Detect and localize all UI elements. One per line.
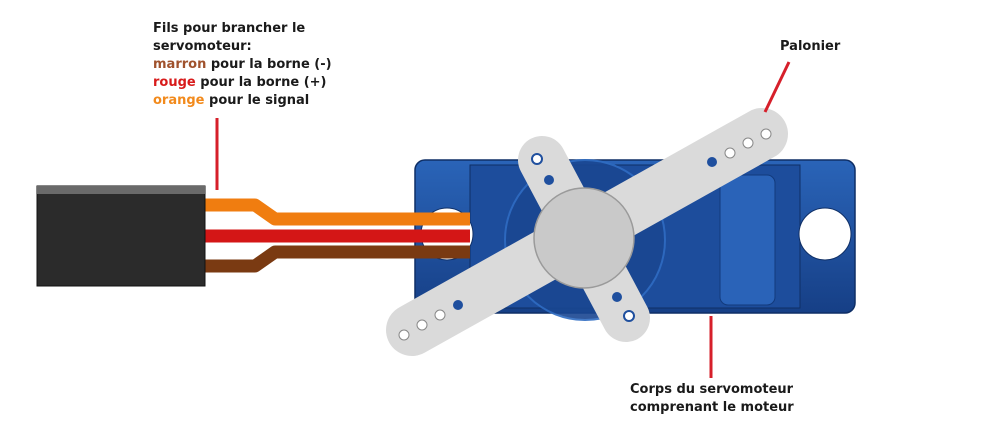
wires-label-line2: servomoteur: (153, 39, 252, 54)
horn-hole (531, 153, 543, 165)
wire-orange (200, 198, 470, 226)
orange-rest: pour le signal (204, 93, 310, 108)
horn-hole (398, 329, 410, 341)
horn-hole (416, 319, 428, 331)
connector-body (36, 185, 206, 287)
mounting-hole-right (798, 207, 852, 261)
red-word: rouge (153, 75, 196, 90)
horn-hole (612, 292, 622, 302)
horn-holes (398, 128, 772, 341)
wires (200, 198, 470, 273)
wire-brown (200, 245, 470, 273)
horn-label: Palonier (780, 39, 841, 54)
brown-word: marron (153, 57, 207, 72)
horn-leader-line (763, 61, 791, 113)
horn-hole (453, 300, 463, 310)
servo-side-highlight (719, 174, 776, 306)
orange-wire-desc: orange pour le signal (153, 92, 353, 110)
body-label-line2: comprenant le moteur (630, 400, 794, 415)
red-rest: pour la borne (+) (195, 75, 327, 90)
horn-hole (544, 175, 554, 185)
brown-wire-desc: marron pour la borne (-) (153, 56, 353, 74)
connector (36, 185, 206, 287)
horn-hole (760, 128, 772, 140)
horn-hole (707, 157, 717, 167)
body-label-line1: Corps du servomoteur (630, 382, 794, 397)
horn (386, 108, 788, 356)
brown-rest: pour la borne (-) (206, 57, 332, 72)
horn-hole (434, 309, 446, 321)
horn-hub (533, 187, 635, 289)
orange-word: orange (153, 93, 205, 108)
connector-top-edge (37, 186, 205, 194)
body-label: Corps du servomoteur comprenant le moteu… (630, 381, 830, 417)
wires-label: Fils pour brancher le servomoteur: marro… (153, 20, 353, 110)
wires-label-line1: Fils pour brancher le (153, 21, 306, 36)
horn-hole (623, 310, 635, 322)
horn-hole (724, 147, 736, 159)
leader-lines (215, 61, 791, 378)
red-wire-desc: rouge pour la borne (+) (153, 74, 353, 92)
horn-hole (742, 137, 754, 149)
